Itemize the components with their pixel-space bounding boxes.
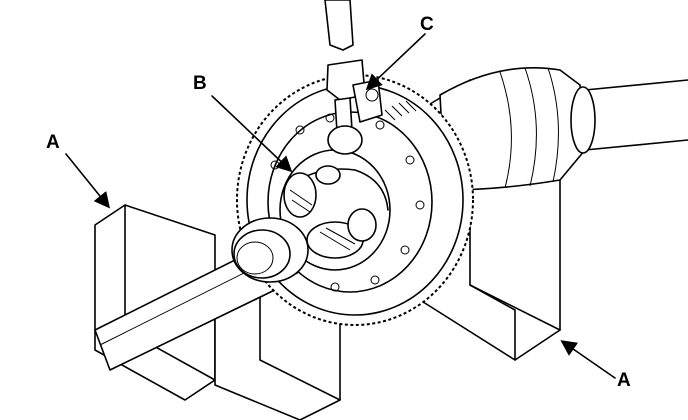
callout-a-right: A	[617, 370, 631, 391]
left-bearing	[231, 217, 309, 283]
callout-b: B	[193, 73, 207, 94]
callout-a-left: A	[46, 132, 60, 153]
dial-indicator	[324, 0, 383, 155]
callout-c: C	[420, 14, 434, 35]
right-axle-boot	[439, 67, 688, 191]
leader-arrows	[65, 33, 616, 379]
